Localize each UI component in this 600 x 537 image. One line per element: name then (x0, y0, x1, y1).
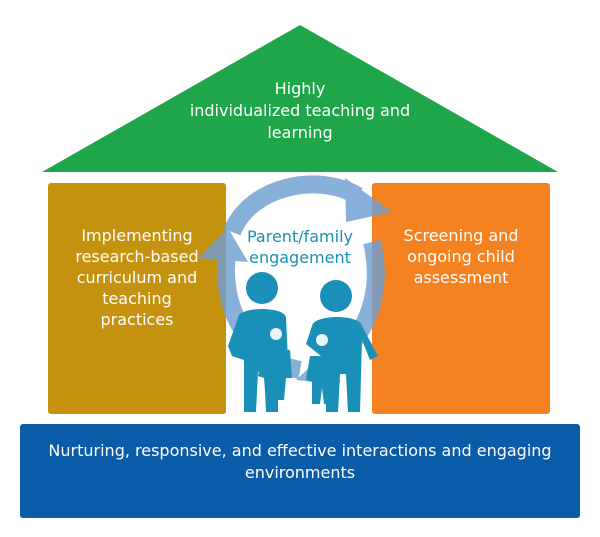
center-label: Parent/family engagement (247, 227, 353, 267)
left-pillar-label: Implementing research-based curriculum a… (75, 226, 199, 329)
family-figures-icon (228, 272, 378, 412)
roof-triangle (42, 25, 558, 172)
left-pillar (48, 183, 226, 414)
cycle-arrows-icon (198, 175, 392, 384)
foundation-base (20, 424, 580, 518)
foundation-label: Nurturing, responsive, and effective int… (48, 441, 552, 482)
roof-label: Highly individualized teaching and learn… (189, 79, 411, 142)
family-figure-highlights (270, 328, 328, 346)
right-pillar-label: Screening and ongoing child assessment (403, 226, 519, 287)
right-pillar (372, 183, 550, 414)
